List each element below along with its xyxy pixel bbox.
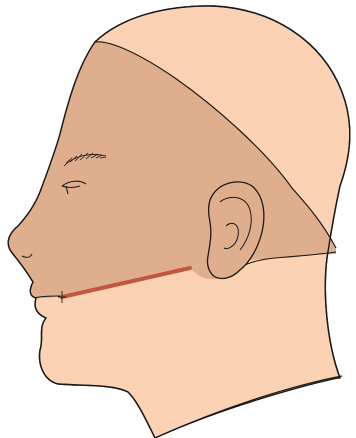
illustration-stage <box>0 0 356 438</box>
head-profile-illustration <box>0 0 356 438</box>
